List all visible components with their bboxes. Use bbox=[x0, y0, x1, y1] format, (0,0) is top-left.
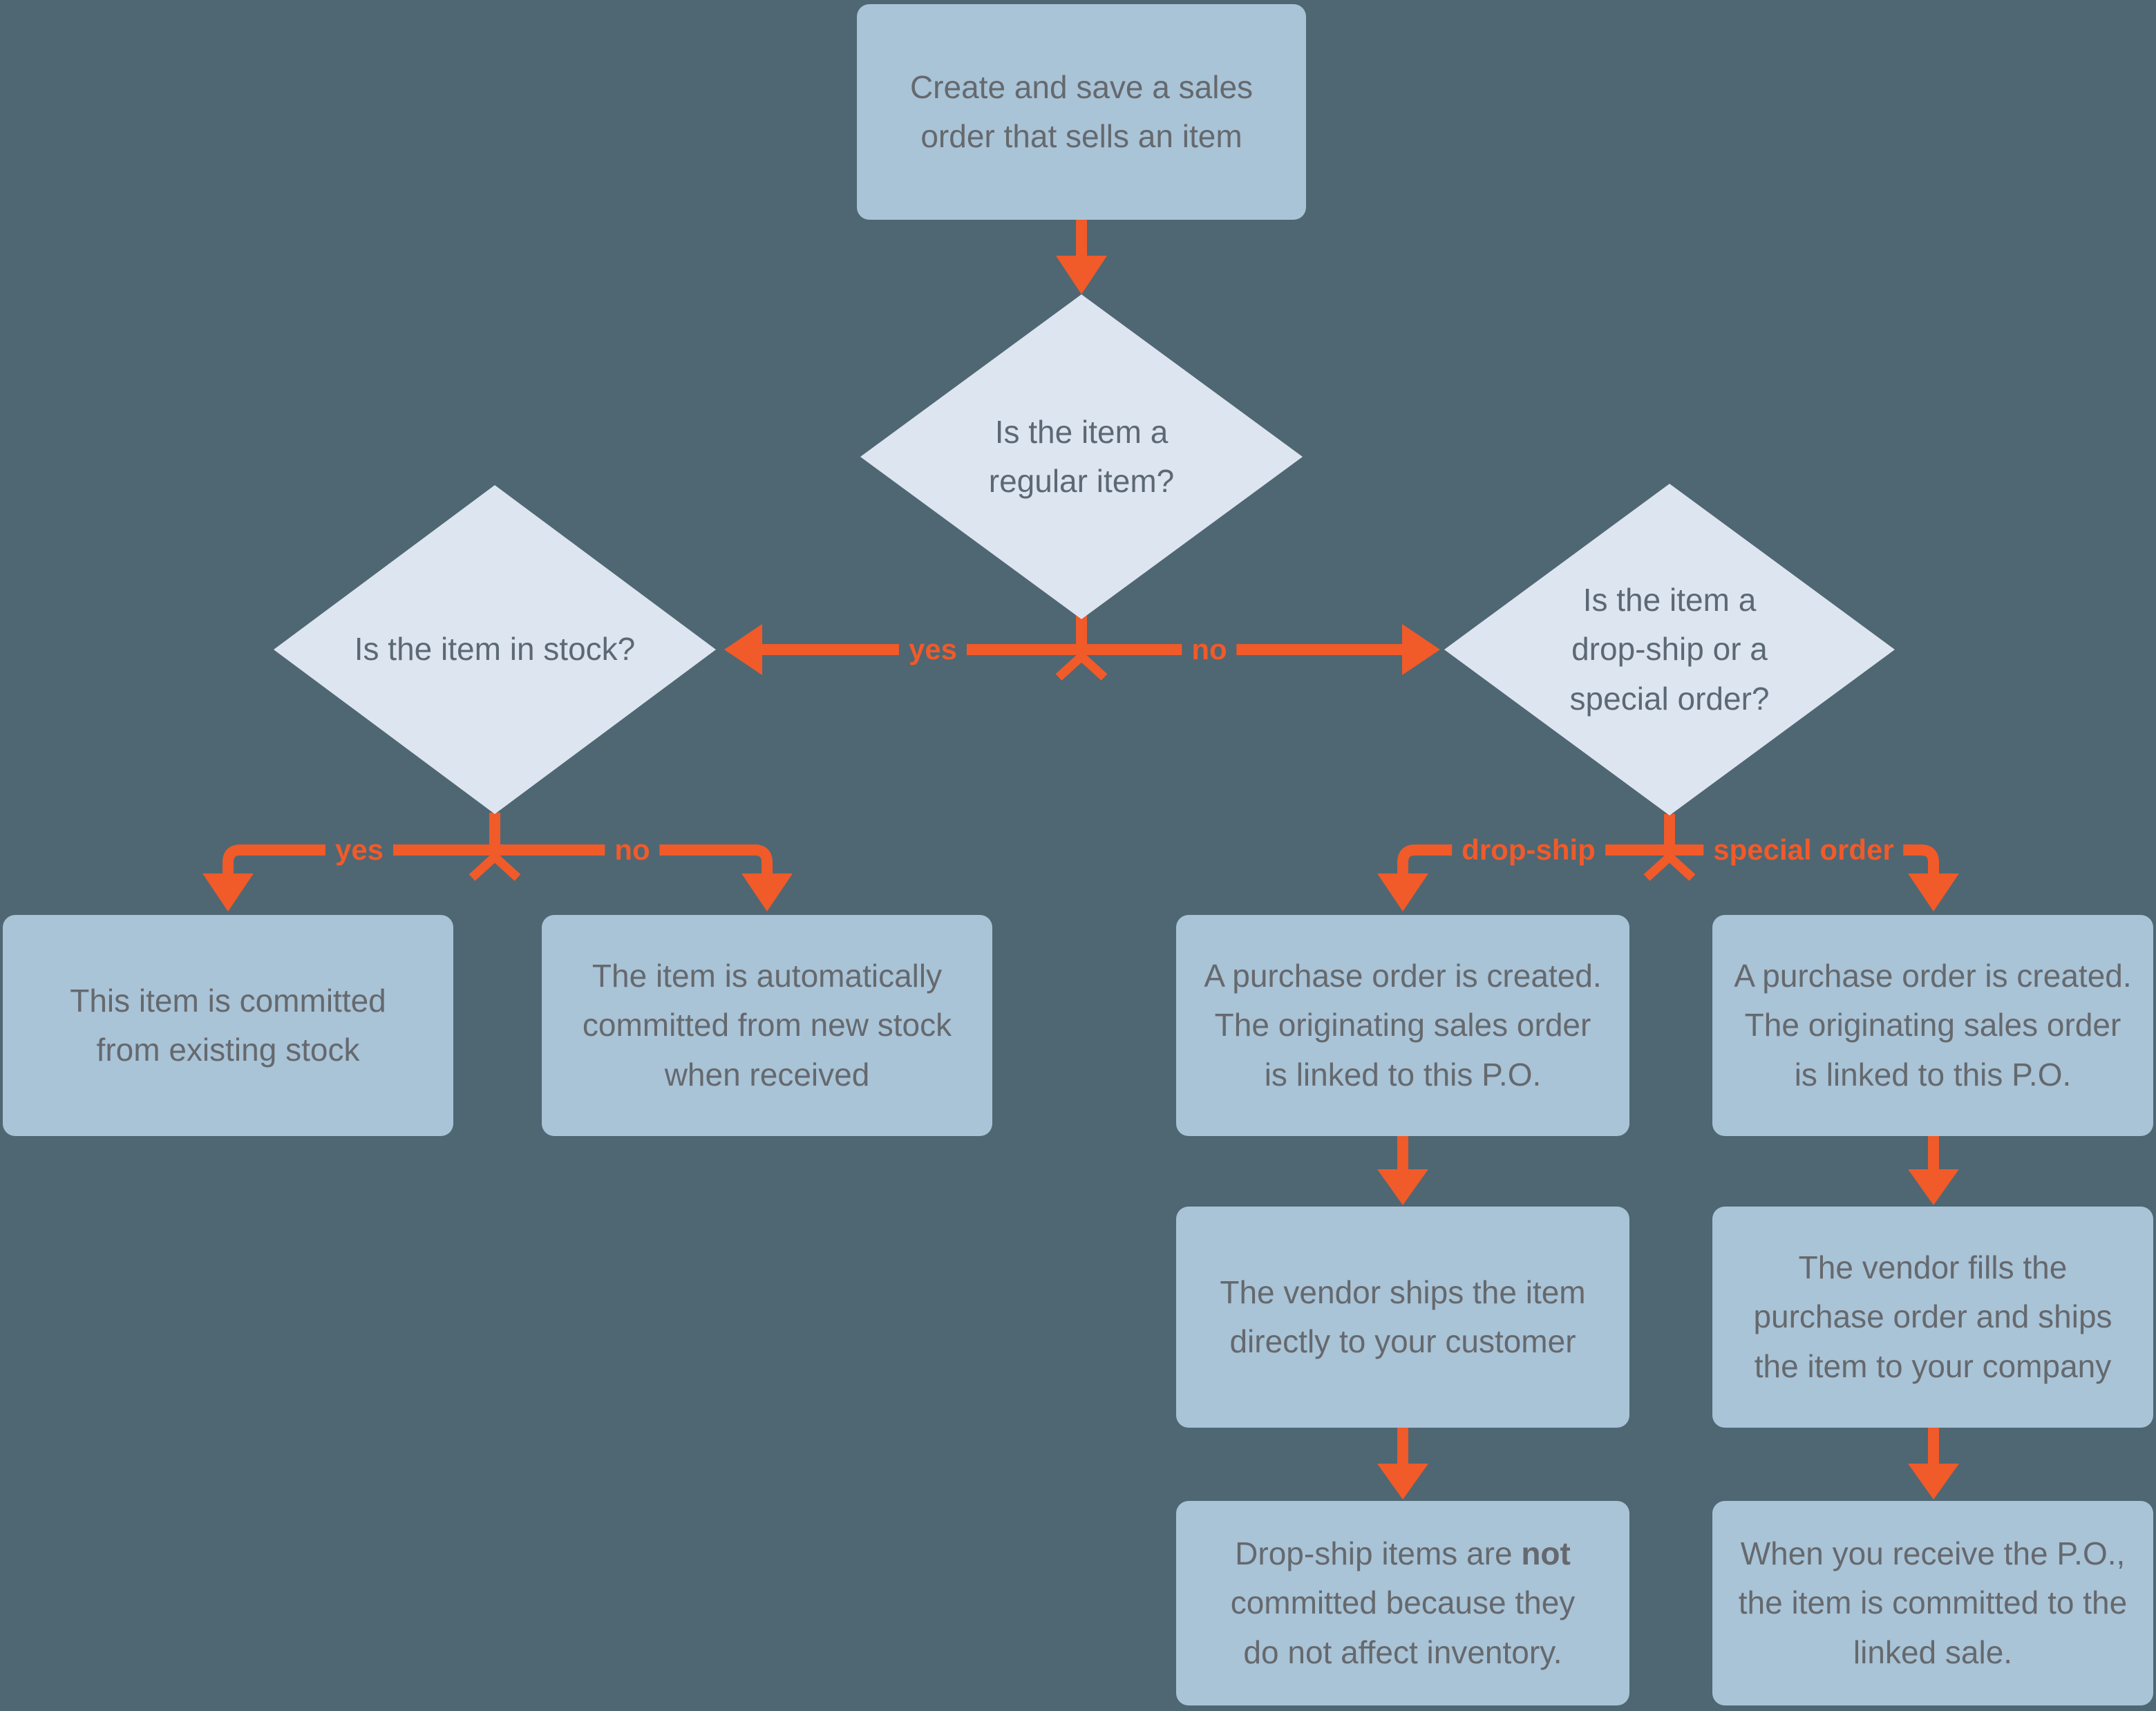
stock-no-result-node: The item is automatically committed from… bbox=[542, 915, 992, 1136]
arrow-regular-yes-no bbox=[724, 612, 1440, 681]
arrow-special-vendor-to-commit bbox=[1908, 1426, 1959, 1500]
stock-no-result-label: The item is automatically committed from… bbox=[582, 958, 952, 1093]
decision-order-type-label: Is the item a drop-ship or a special ord… bbox=[1569, 582, 1770, 717]
dropship-commit-text-prefix: Drop-ship items are bbox=[1235, 1535, 1522, 1572]
edge-label-stock-no: no bbox=[605, 833, 660, 867]
edge-label-special-order: special order bbox=[1703, 833, 1904, 867]
edge-label-dropship: drop-ship bbox=[1452, 833, 1605, 867]
arrow-special-po-to-vendor bbox=[1908, 1135, 1959, 1205]
special-commit-label: When you receive the P.O., the item is c… bbox=[1738, 1535, 2128, 1670]
arrow-ordertype-branch bbox=[1377, 814, 1959, 911]
special-vendor-node: The vendor fills the purchase order and … bbox=[1712, 1207, 2153, 1428]
arrow-stock-yes-no bbox=[202, 813, 793, 911]
edge-label-regular-yes: yes bbox=[898, 632, 967, 667]
start-node-label: Create and save a sales order that sells… bbox=[909, 68, 1254, 154]
special-vendor-label: The vendor fills the purchase order and … bbox=[1753, 1249, 2112, 1384]
dropship-commit-node: Drop-ship items are not committed becaus… bbox=[1176, 1501, 1629, 1705]
start-node: Create and save a sales order that sells… bbox=[857, 4, 1306, 220]
decision-regular-item-label: Is the item a regular item? bbox=[988, 413, 1175, 499]
stock-yes-result-label: This item is committed from existing sto… bbox=[70, 982, 386, 1068]
dropship-commit-text-suffix: committed because they do not affect inv… bbox=[1230, 1585, 1576, 1670]
dropship-po-node: A purchase order is created. The origina… bbox=[1176, 915, 1629, 1136]
dropship-po-label: A purchase order is created. The origina… bbox=[1204, 958, 1602, 1093]
decision-item-in-stock-label: Is the item in stock? bbox=[354, 631, 636, 668]
edge-label-regular-no: no bbox=[1182, 632, 1237, 667]
dropship-commit-text-bold: not bbox=[1521, 1535, 1571, 1572]
arrow-dropship-po-to-vendor bbox=[1377, 1135, 1428, 1205]
dropship-vendor-label: The vendor ships the item directly to yo… bbox=[1220, 1274, 1586, 1359]
stock-yes-result-node: This item is committed from existing sto… bbox=[3, 915, 453, 1136]
dropship-vendor-node: The vendor ships the item directly to yo… bbox=[1176, 1207, 1629, 1428]
special-po-label: A purchase order is created. The origina… bbox=[1734, 958, 2132, 1093]
dropship-commit-label: Drop-ship items are not committed becaus… bbox=[1213, 1529, 1592, 1677]
arrow-start-to-regular bbox=[1056, 218, 1107, 294]
special-po-node: A purchase order is created. The origina… bbox=[1712, 915, 2153, 1136]
special-commit-node: When you receive the P.O., the item is c… bbox=[1712, 1501, 2153, 1705]
arrow-dropship-vendor-to-commit bbox=[1377, 1426, 1428, 1500]
edge-label-stock-yes: yes bbox=[325, 833, 394, 867]
